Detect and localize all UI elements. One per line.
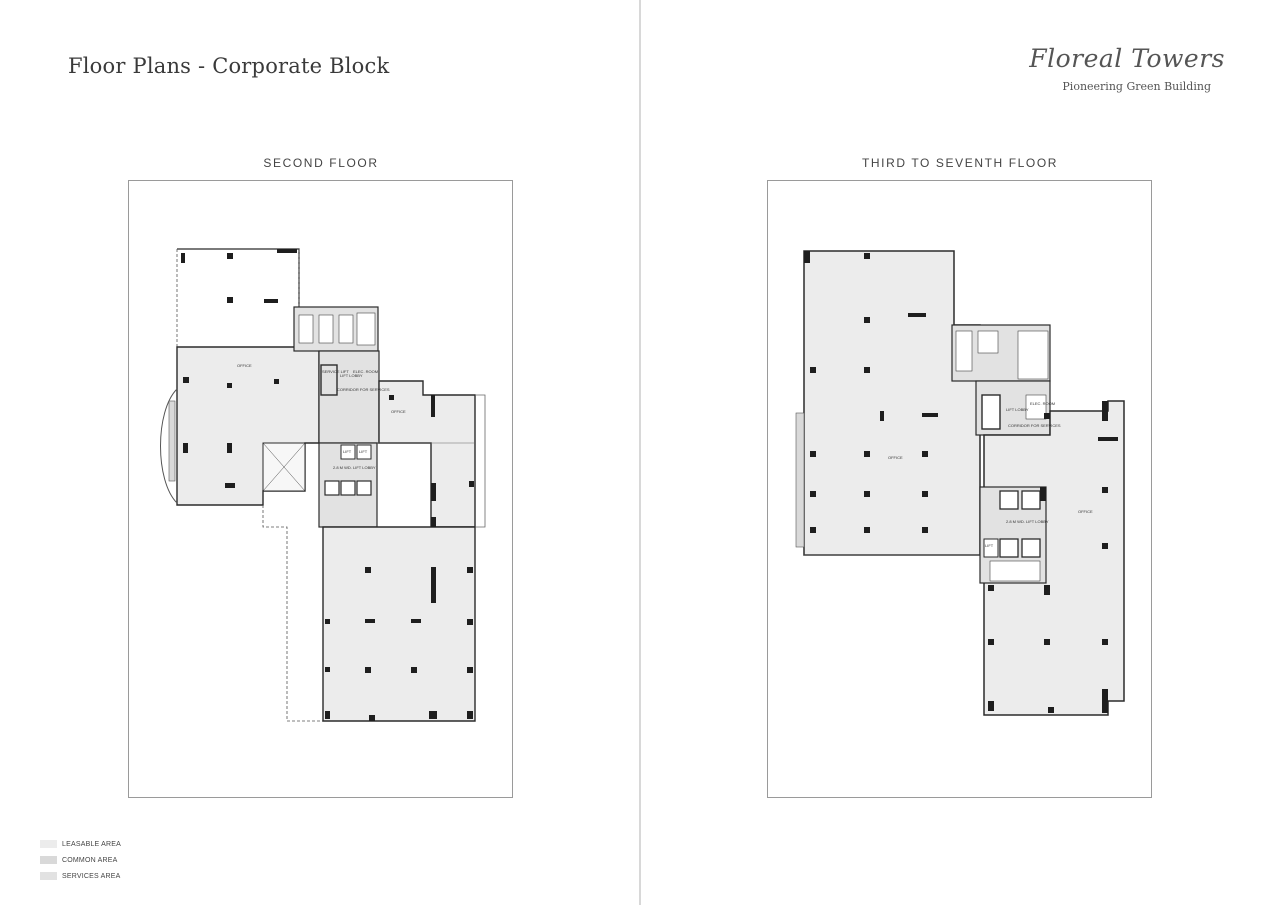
room-annotation: LIFT xyxy=(343,449,352,454)
third-to-seventh-floor-plan-frame: OFFICE OFFICE ELEC. ROOM LIFT LOBBY CORR… xyxy=(767,180,1152,798)
legend-item-leasable: LEASABLE AREA xyxy=(40,836,121,852)
brand-logo: Floreal Towers xyxy=(1029,44,1225,73)
structural-columns xyxy=(181,249,474,721)
legend-label: SERVICES AREA xyxy=(62,872,121,880)
legend-swatch xyxy=(40,856,57,864)
third-to-seventh-floor-plan-drawing: OFFICE OFFICE ELEC. ROOM LIFT LOBBY CORR… xyxy=(795,250,1125,716)
room-label: OFFICE xyxy=(1078,509,1093,514)
room-annotation: 2.8 M WD. LIFT LOBBY xyxy=(1006,519,1049,524)
legend-label: COMMON AREA xyxy=(62,856,118,864)
office-middle xyxy=(378,380,476,528)
room-annotation: LIFT LOBBY xyxy=(1006,407,1029,412)
legend-label: LEASABLE AREA xyxy=(62,840,122,848)
room-annotation: CORRIDOR FOR SERVICES xyxy=(1008,423,1061,428)
second-floor-plan-drawing: OFFICE OFFICE ELEC. ROOM LIFT LOBBY SERV… xyxy=(160,248,486,722)
room-annotation: LIFT LOBBY xyxy=(340,373,363,378)
room-label: OFFICE xyxy=(391,409,406,414)
terrace-outline xyxy=(177,248,300,307)
room-annotation: ELEC. ROOM xyxy=(1030,401,1055,406)
legend-item-common: COMMON AREA xyxy=(40,852,121,868)
room-label: OFFICE xyxy=(888,455,903,460)
room-annotation: SERVICE LIFT xyxy=(322,369,349,374)
legend-swatch xyxy=(40,840,57,848)
office-lower xyxy=(322,526,476,722)
curved-bay xyxy=(160,388,178,504)
office-left xyxy=(803,250,981,556)
legend-item-services: SERVICES AREA xyxy=(40,868,121,884)
second-floor-plan-frame: OFFICE OFFICE ELEC. ROOM LIFT LOBBY SERV… xyxy=(128,180,513,798)
room-annotation: 2.8 M WD. LIFT LOBBY xyxy=(333,465,376,470)
room-annotation: ELEC. ROOM xyxy=(353,369,378,374)
left-page: Floor Plans - Corporate Block SECOND FLO… xyxy=(0,0,639,905)
room-annotation: LIFT xyxy=(359,449,368,454)
lift-lobby-core xyxy=(318,350,380,444)
right-page: Floreal Towers Pioneering Green Building… xyxy=(641,0,1280,905)
room-label: OFFICE xyxy=(237,363,252,368)
legend: LEASABLE AREA COMMON AREA SERVICES AREA xyxy=(40,836,121,884)
legend-swatch xyxy=(40,872,57,880)
room-annotation: LIFT xyxy=(985,543,994,548)
third-to-seventh-floor-label: THIRD TO SEVENTH FLOOR xyxy=(861,156,1059,170)
brand-tagline: Pioneering Green Building xyxy=(1062,80,1211,93)
second-floor-label: SECOND FLOOR xyxy=(263,156,379,170)
lower-dashed-outline xyxy=(262,505,323,722)
structural-columns xyxy=(804,251,1118,713)
page-gutter xyxy=(639,0,641,905)
room-annotation: CORRIDOR FOR SERVICES xyxy=(337,387,390,392)
page-title: Floor Plans - Corporate Block xyxy=(68,54,390,78)
